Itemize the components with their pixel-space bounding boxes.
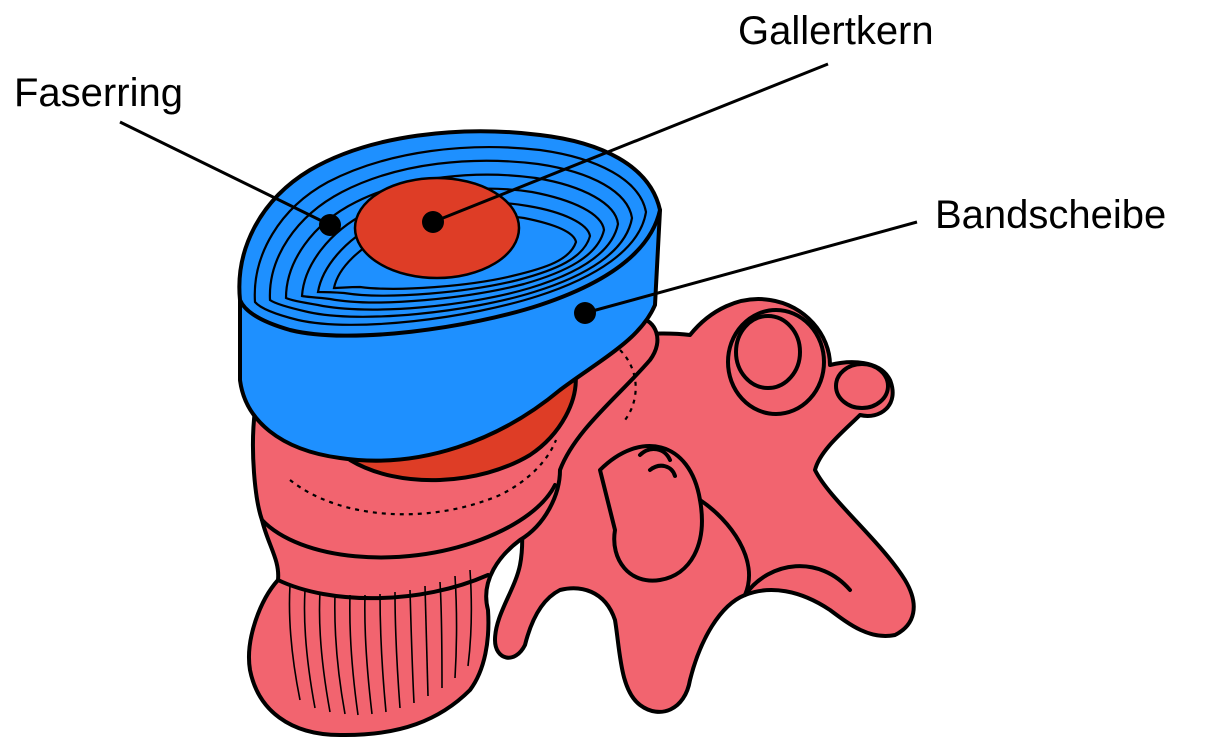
label-gallertkern: Gallertkern	[738, 9, 934, 53]
bandscheibe-dot	[574, 302, 596, 324]
gallertkern-dot	[422, 211, 444, 233]
faserring-leader	[120, 122, 330, 225]
label-bandscheibe: Bandscheibe	[935, 193, 1166, 237]
label-faserring: Faserring	[14, 71, 183, 115]
articular-facet	[736, 316, 800, 388]
faserring-dot	[319, 214, 341, 236]
transverse-process	[836, 364, 888, 408]
